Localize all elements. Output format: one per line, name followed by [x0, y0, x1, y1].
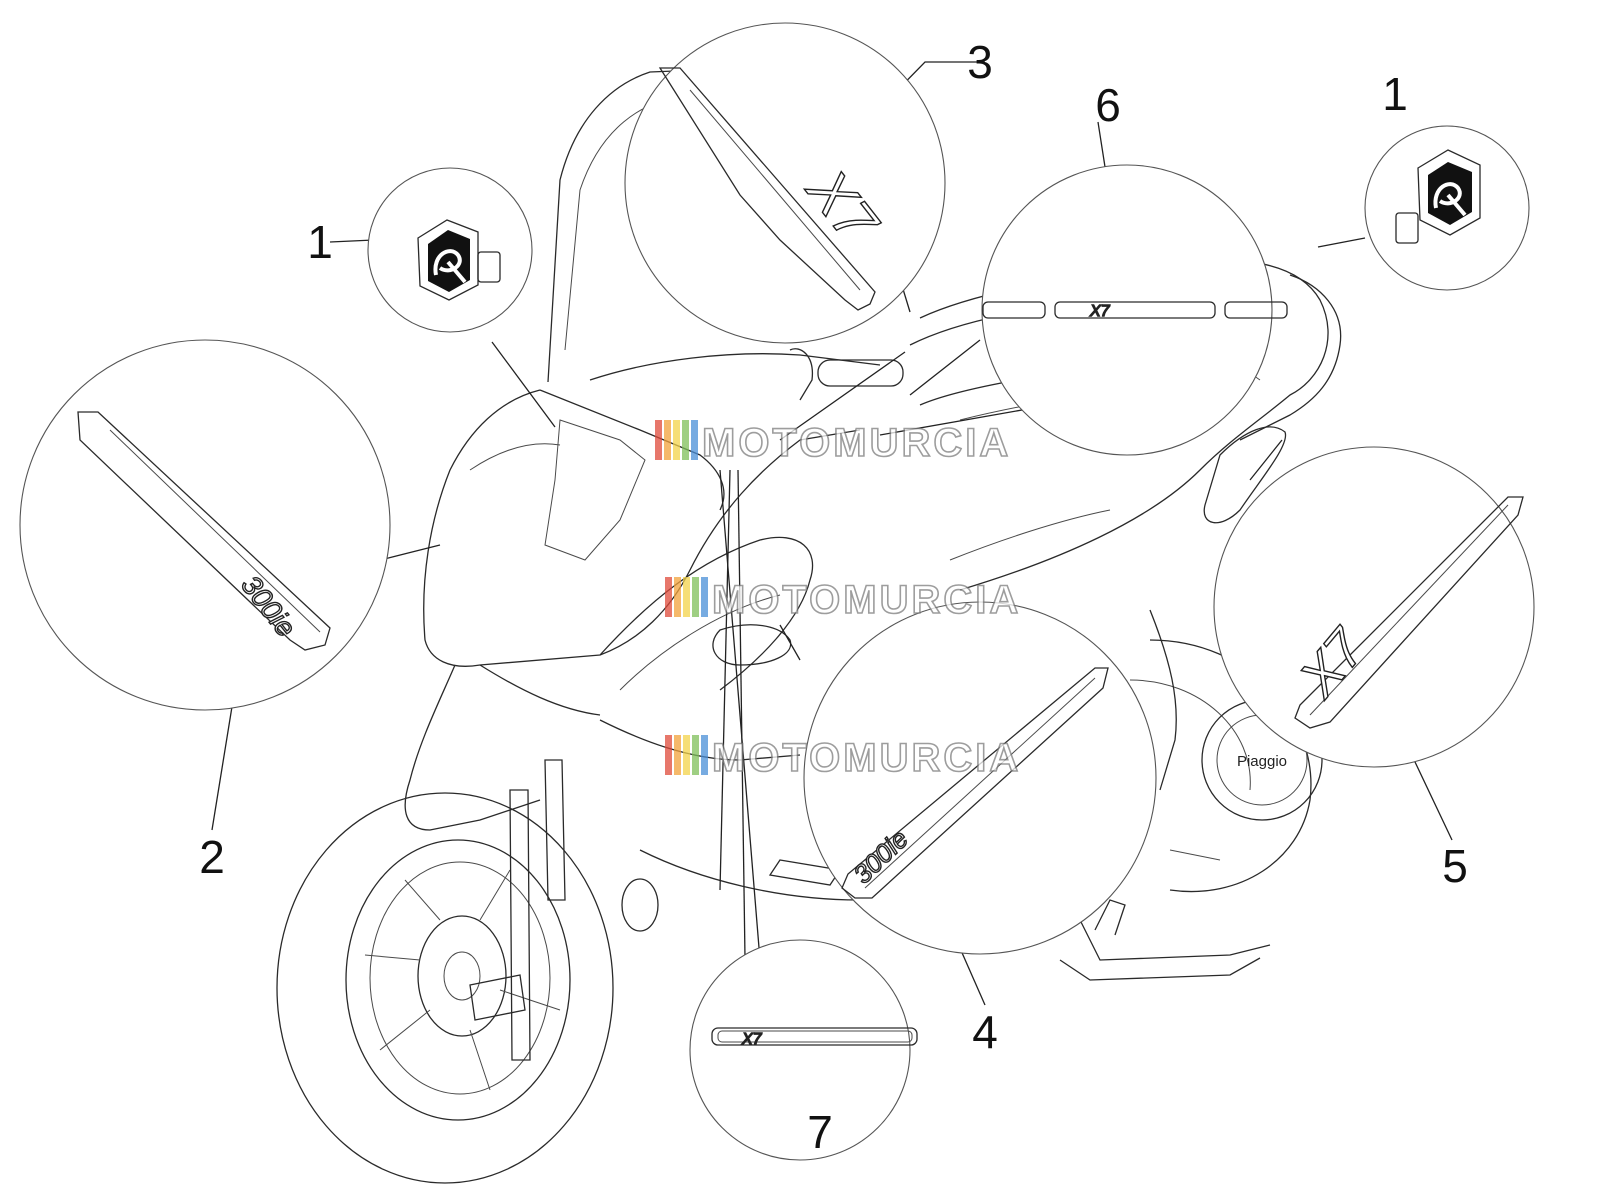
watermark-stripe — [692, 577, 699, 617]
detail-circle-6: X7 — [981, 164, 1288, 456]
watermark-stripe — [682, 420, 689, 460]
watermark-stripe — [674, 577, 681, 617]
callout-number-7: 7 — [807, 1106, 833, 1158]
x7-decal-text-6: X7 — [1089, 303, 1111, 320]
watermark-stripe — [701, 577, 708, 617]
callout-number-4: 4 — [972, 1006, 998, 1058]
engine-cover-logo: Piaggio — [1237, 753, 1287, 770]
callout-number-3: 3 — [967, 36, 993, 88]
detail-circle-3: X7 — [624, 22, 946, 344]
piaggio-badge-left — [417, 219, 501, 301]
detail-circle-5: X7 — [1213, 446, 1535, 768]
handlebar — [589, 348, 904, 401]
callout-number-6: 6 — [1095, 79, 1121, 131]
detail-circle-1-left — [367, 167, 533, 333]
detail-circle-1-right — [1364, 125, 1530, 291]
side-panel — [599, 536, 814, 761]
watermark-stripe — [683, 735, 690, 775]
front-wheel — [276, 792, 614, 1184]
watermark-text: MOTOMURCIA — [702, 421, 1011, 465]
watermark-stripe — [701, 735, 708, 775]
detail-circle-4: 300ie — [803, 601, 1157, 955]
watermark-stripe — [691, 420, 698, 460]
piaggio-badge-right — [1395, 149, 1481, 244]
callout-number-1-right: 1 — [1382, 68, 1408, 120]
x7-decal-text-7: X7 — [741, 1031, 763, 1048]
front-horn-grille — [621, 878, 659, 932]
watermark-stripe — [673, 420, 680, 460]
callout-number-2: 2 — [199, 831, 225, 883]
engine-cover: Piaggio — [1201, 699, 1323, 821]
callout-numbers: 1 1 2 3 4 5 6 7 — [199, 36, 1468, 1158]
watermark-stripe — [664, 420, 671, 460]
front-shield — [404, 389, 861, 831]
watermark-stripe — [683, 577, 690, 617]
watermark-stripe — [665, 577, 672, 617]
callout-number-5: 5 — [1442, 840, 1468, 892]
watermark-bottom: MOTOMURCIA — [665, 735, 1021, 781]
watermark-text: MOTOMURCIA — [712, 736, 1021, 780]
watermark-middle: MOTOMURCIA — [665, 577, 1021, 623]
watermark-stripe — [674, 735, 681, 775]
watermark-stripe — [665, 735, 672, 775]
callout-number-1-left: 1 — [307, 216, 333, 268]
watermark-text: MOTOMURCIA — [712, 578, 1021, 622]
watermark-top: MOTOMURCIA — [655, 420, 1011, 466]
watermark-stripe — [655, 420, 662, 460]
detail-circle-2: 300ie — [19, 339, 391, 711]
front-fork — [469, 759, 566, 1061]
watermark-stripe — [692, 735, 699, 775]
detail-circle-7: X7 — [689, 939, 918, 1161]
